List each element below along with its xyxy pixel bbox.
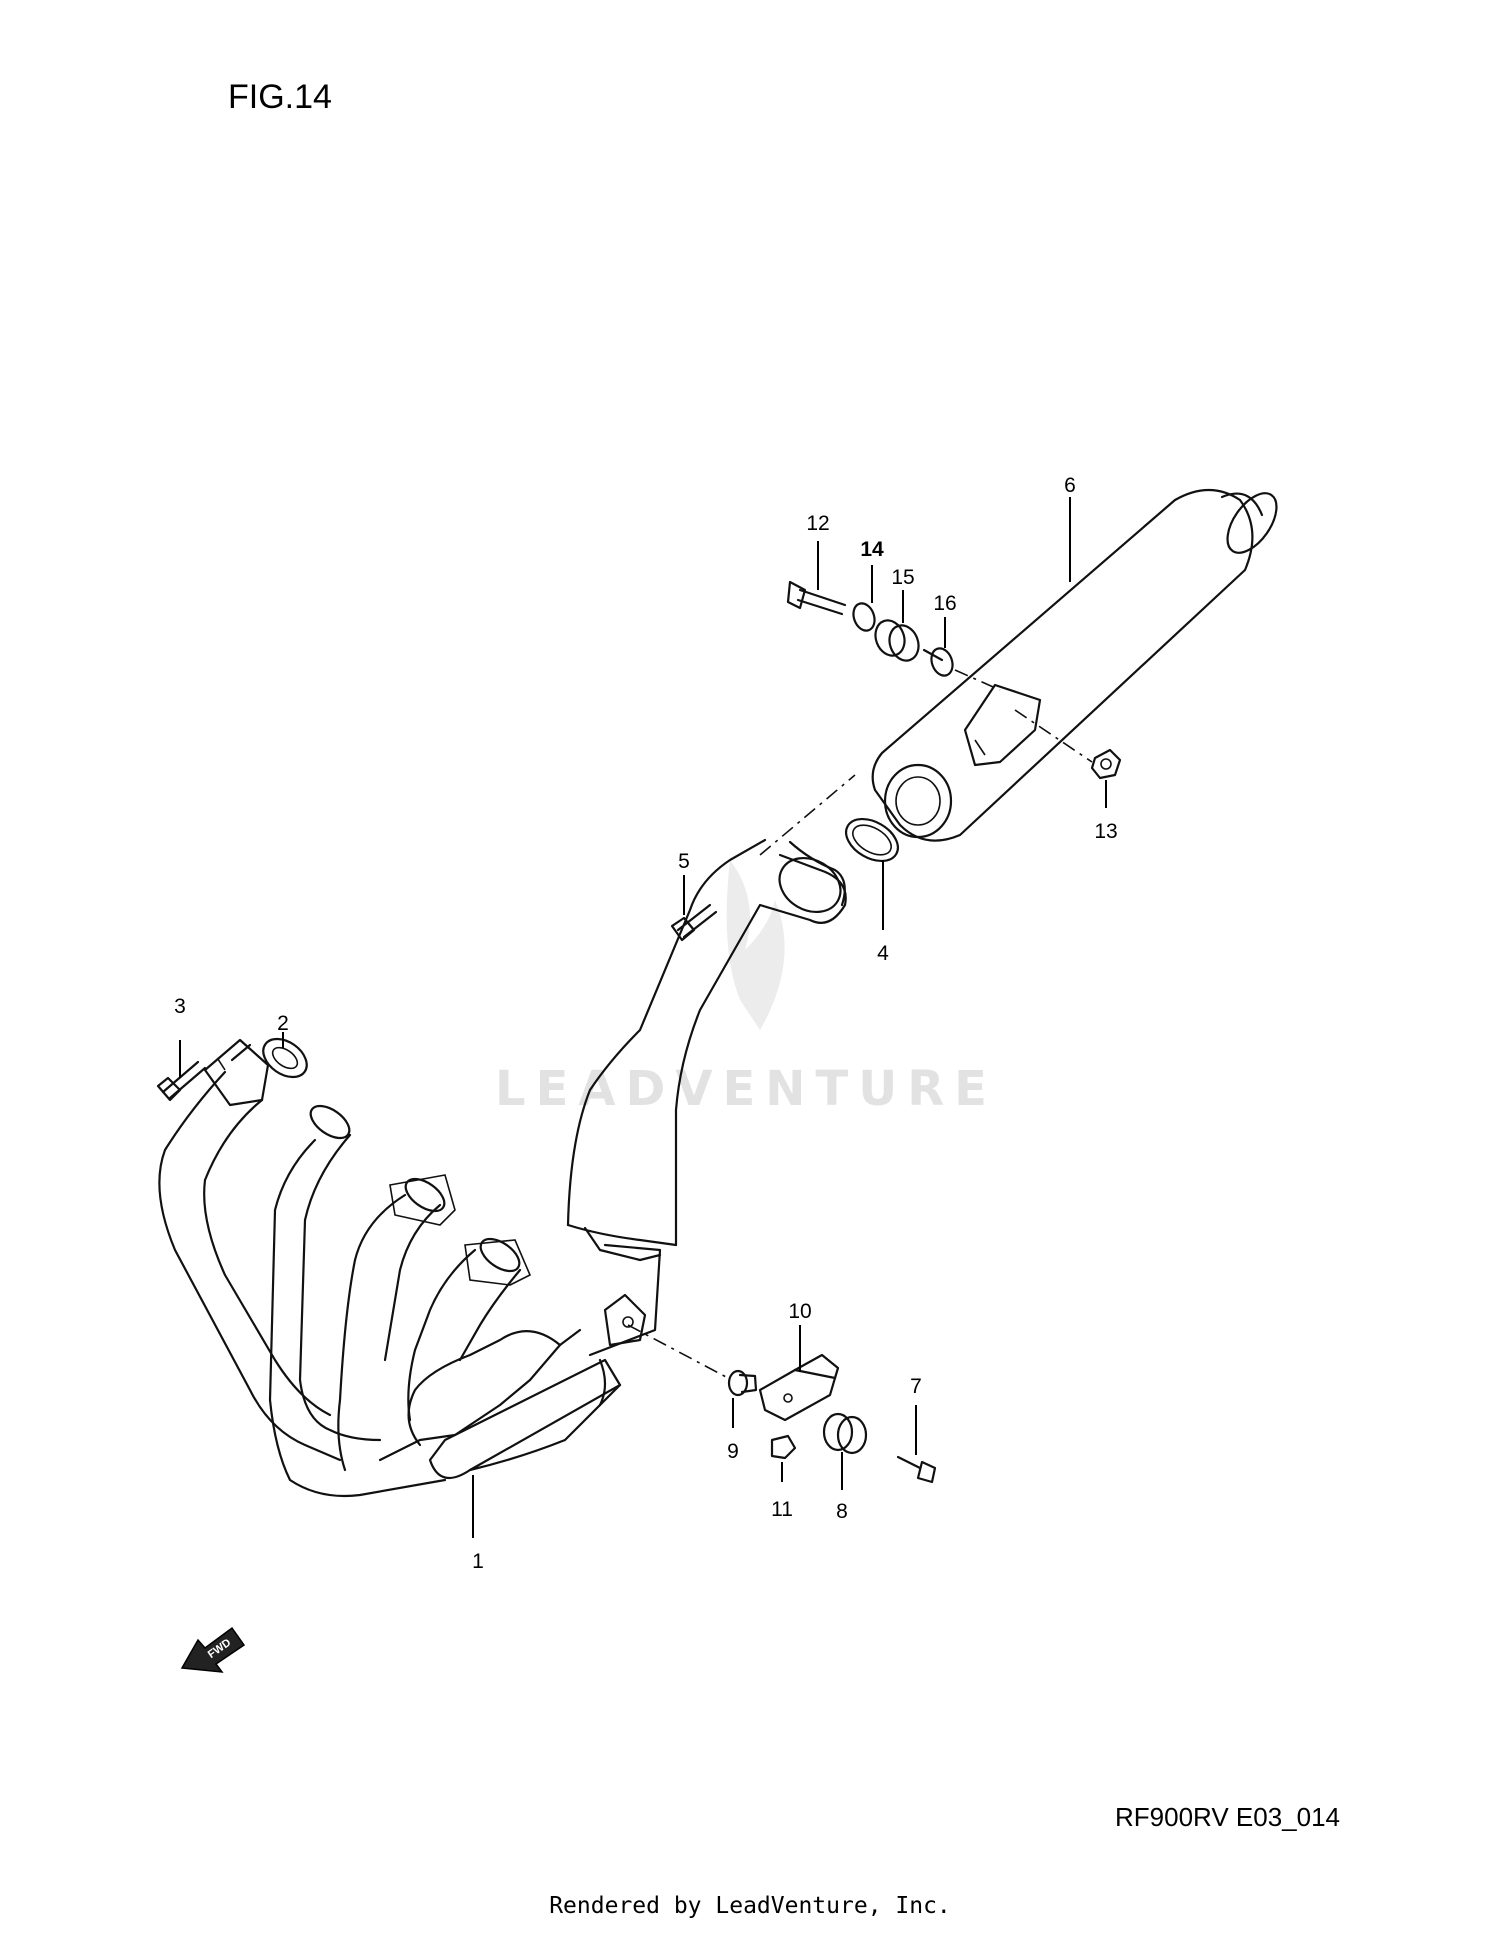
part-cushion-15[interactable] — [871, 616, 924, 664]
callout-7[interactable]: 7 — [910, 1375, 922, 1398]
fwd-arrow-icon: FWD — [180, 1626, 246, 1673]
part-nut-11[interactable] — [770, 1434, 797, 1460]
part-bolt-7[interactable] — [896, 1455, 937, 1484]
render-credit: Rendered by LeadVenture, Inc. — [549, 1893, 951, 1919]
callout-11[interactable]: 11 — [771, 1498, 793, 1521]
callout-labels: 1 2 3 4 5 6 7 8 9 10 11 12 13 14 15 16 — [174, 474, 1118, 1573]
callout-2[interactable]: 2 — [277, 1012, 289, 1035]
callout-3[interactable]: 3 — [174, 995, 186, 1018]
watermark: LEADVENTURE — [495, 860, 997, 1117]
part-collar-16[interactable] — [922, 645, 956, 678]
callout-1[interactable]: 1 — [472, 1550, 484, 1573]
part-bolt-12[interactable] — [786, 580, 847, 616]
callout-8[interactable]: 8 — [836, 1500, 848, 1523]
callout-6[interactable]: 6 — [1064, 474, 1076, 497]
callout-5[interactable]: 5 — [678, 850, 690, 873]
part-exhaust-pipe[interactable] — [158, 838, 850, 1498]
callout-10[interactable]: 10 — [788, 1300, 811, 1323]
leader-lines — [179, 497, 1107, 1538]
callout-16[interactable]: 16 — [933, 592, 956, 615]
callout-14[interactable]: 14 — [860, 538, 884, 561]
callout-9[interactable]: 9 — [727, 1440, 739, 1463]
figure-title: FIG.14 — [228, 78, 332, 116]
part-washer-14[interactable] — [850, 600, 878, 633]
part-muffler[interactable] — [871, 485, 1287, 842]
watermark-text: LEADVENTURE — [495, 1061, 997, 1117]
part-flange-gasket[interactable] — [256, 1031, 314, 1085]
callout-15[interactable]: 15 — [891, 566, 914, 589]
part-gasket[interactable] — [839, 810, 905, 869]
assembly-lines — [215, 669, 1093, 1379]
callout-4[interactable]: 4 — [877, 942, 889, 965]
callout-13[interactable]: 13 — [1094, 820, 1117, 843]
part-bolt-5[interactable] — [670, 903, 718, 942]
callout-12[interactable]: 12 — [806, 512, 829, 535]
part-collar-9[interactable] — [727, 1369, 758, 1397]
drawing-code: RF900RV E03_014 — [1114, 1802, 1340, 1832]
part-bolt-3[interactable] — [156, 1060, 207, 1102]
part-nut-13[interactable] — [1090, 748, 1122, 780]
part-bracket-10[interactable] — [758, 1353, 840, 1422]
part-cushion-8[interactable] — [822, 1412, 868, 1455]
